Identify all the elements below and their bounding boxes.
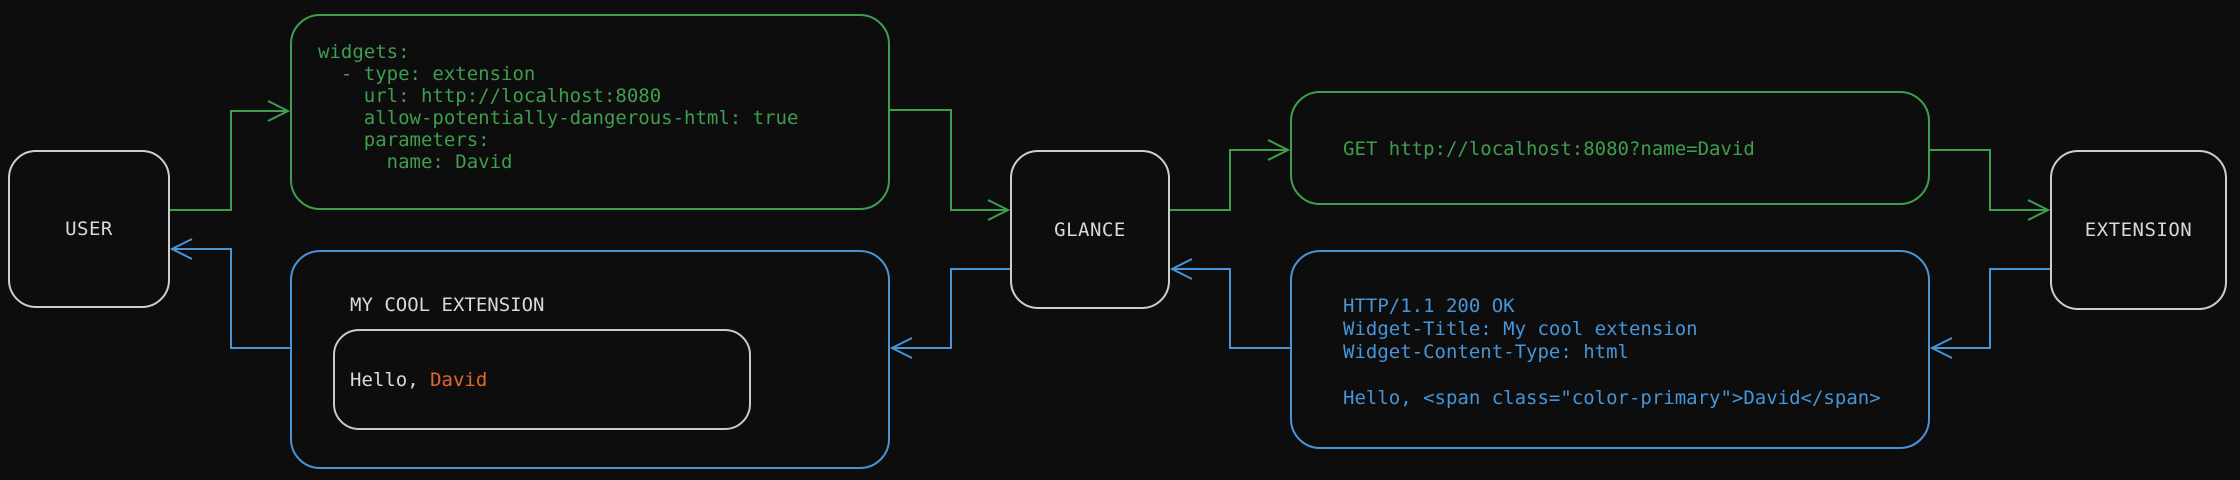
node-glance: GLANCE bbox=[1010, 150, 1170, 309]
widget-output-box: Hello, David bbox=[333, 329, 751, 430]
arrowhead-right-icon bbox=[2027, 199, 2051, 221]
greeting-prefix: Hello, bbox=[350, 368, 431, 391]
arrowhead-left-icon bbox=[1929, 337, 1953, 359]
arrowhead-left-icon bbox=[1169, 258, 1193, 280]
connector-config-to-glance bbox=[890, 109, 1011, 221]
node-user-label: USER bbox=[65, 218, 113, 240]
greeting-text: Hello, David bbox=[350, 369, 487, 391]
node-glance-label: GLANCE bbox=[1054, 218, 1126, 241]
connector-request-to-extension bbox=[1930, 149, 2051, 221]
http-response-code: HTTP/1.1 200 OK Widget-Title: My cool ex… bbox=[1343, 295, 1881, 409]
connector-extension-to-response bbox=[1929, 268, 2050, 359]
arrowhead-left-icon bbox=[169, 238, 193, 260]
arrowhead-right-icon bbox=[267, 100, 291, 122]
widget-preview-box bbox=[290, 250, 890, 469]
node-extension-label: EXTENSION bbox=[2084, 219, 2193, 241]
http-response-box bbox=[1290, 250, 1930, 449]
arrowhead-left-icon bbox=[889, 337, 913, 359]
http-request-box bbox=[1290, 91, 1930, 205]
greeting-name: David bbox=[430, 368, 488, 391]
node-extension: EXTENSION bbox=[2050, 150, 2227, 310]
connector-response-to-glance bbox=[1169, 258, 1290, 349]
arrowhead-right-icon bbox=[987, 199, 1011, 221]
config-yaml-code: widgets: - type: extension url: http://l… bbox=[318, 41, 799, 173]
connector-user-to-config bbox=[170, 100, 291, 211]
widget-title-label: MY COOL EXTENSION bbox=[350, 294, 545, 316]
http-request-code: GET http://localhost:8080?name=David bbox=[1343, 138, 1755, 160]
config-yaml-box bbox=[290, 14, 890, 210]
connector-widget-to-user bbox=[169, 238, 290, 349]
arrowhead-right-icon bbox=[1267, 139, 1291, 161]
node-user: USER bbox=[8, 150, 170, 308]
connector-glance-to-widget bbox=[889, 268, 1010, 359]
connector-glance-to-request bbox=[1170, 139, 1291, 211]
